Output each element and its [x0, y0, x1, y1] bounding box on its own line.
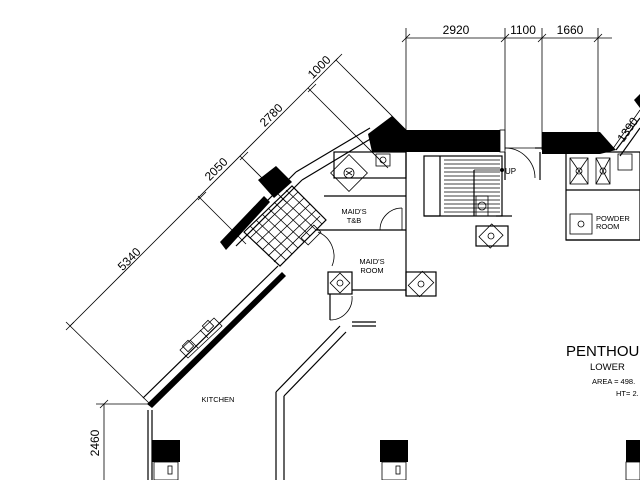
stair-up-label: UP [505, 167, 516, 176]
plan-area: AREA = 498. [592, 377, 635, 386]
maids-room-label-1: MAID'S [359, 257, 384, 266]
kitchen-label: KITCHEN [202, 395, 235, 404]
plan-subtitle: LOWER [590, 362, 625, 373]
maids-tb-label-1: MAID'S [341, 207, 366, 216]
corridor [275, 325, 347, 480]
exterior-walls [142, 116, 640, 408]
powder-room: POWDER ROOM [565, 151, 640, 241]
dim-left: 2460 [88, 429, 102, 456]
dim-top-3: 1660 [557, 23, 584, 37]
powder-room-label-2: ROOM [596, 222, 619, 231]
tile-grid [249, 189, 323, 263]
maids-tb-label-2: T&B [347, 216, 362, 225]
entry-door [504, 147, 542, 180]
plan-title: PENTHOU [566, 343, 639, 360]
right-dimension: 1390 [611, 94, 640, 151]
dim-top-2: 1100 [510, 23, 536, 37]
maids-room: MAID'S ROOM [327, 257, 437, 327]
tiled-shower-area [243, 185, 335, 267]
dim-right: 1390 [614, 114, 640, 144]
powder-room-label-1: POWDER [596, 214, 630, 223]
dim-top-1: 2920 [443, 23, 470, 37]
top-dimension-chain: 2920 1100 1660 [401, 23, 612, 150]
maids-room-label-2: ROOM [360, 266, 383, 275]
title-block: PENTHOU LOWER AREA = 498. HT= 2. [566, 343, 639, 398]
dim-diag-4: 5340 [115, 245, 144, 274]
staircase: UP [423, 155, 516, 249]
bottom-columns [147, 410, 640, 480]
left-dimension: 2460 [88, 399, 148, 480]
plan-height: HT= 2. [616, 389, 639, 398]
kitchen: KITCHEN [179, 317, 235, 404]
